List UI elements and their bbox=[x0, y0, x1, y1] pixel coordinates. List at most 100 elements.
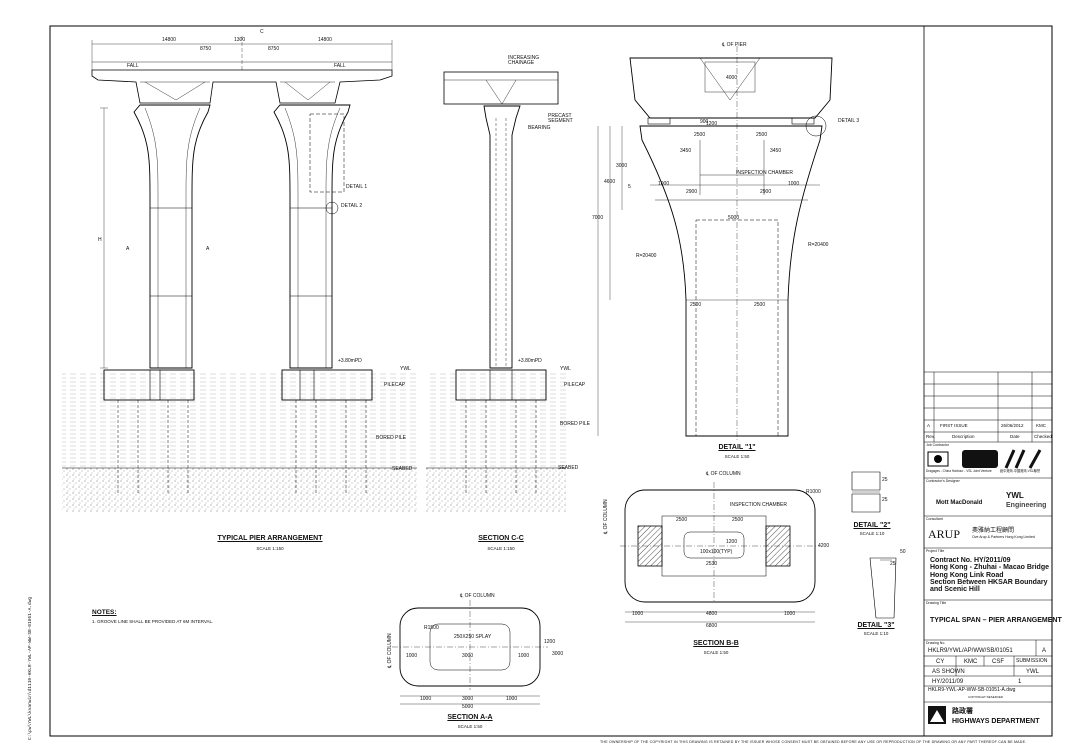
highways-logo bbox=[928, 706, 946, 724]
section-a-right-marker: A bbox=[206, 246, 210, 252]
bb-dim-6800: 6800 bbox=[706, 623, 718, 629]
inspection-chamber-label: INSPECTION CHAMBER bbox=[736, 170, 793, 176]
aa-dim-1000d: 1000 bbox=[506, 696, 518, 702]
d1-dim-2500d: 2500 bbox=[754, 302, 766, 308]
pilecap-label: PILECAP bbox=[384, 382, 406, 388]
detail-2-title: DETAIL "2" bbox=[853, 522, 891, 529]
project-line: Section Between HKSAR Boundary bbox=[930, 579, 1048, 587]
title-block-grid bbox=[924, 371, 1052, 703]
consultant-label: Consultant bbox=[926, 517, 943, 521]
aa-dim-3000: 3000 bbox=[462, 653, 474, 659]
cc-seabed-label: SEABED bbox=[558, 465, 579, 471]
rev-header-checked: Checked bbox=[1034, 434, 1052, 439]
bb-opening-label: 100x100(TYP) bbox=[700, 549, 733, 555]
section-cc-scale: SCALE 1:150 bbox=[487, 546, 515, 551]
designer-name-ywl: YWL bbox=[1006, 491, 1024, 500]
section-aa-view bbox=[392, 600, 548, 705]
d2-dim-25: 25 bbox=[882, 477, 888, 483]
detail-1-scale: SCALE 1:50 bbox=[724, 454, 750, 459]
aa-dim-5000: 5000 bbox=[462, 704, 474, 710]
aa-dim-1000c: 1000 bbox=[420, 696, 432, 702]
cc-level-label: +3.80mPD bbox=[518, 358, 542, 364]
bored-pile-label: BORED PILE bbox=[376, 435, 407, 441]
detail3-callout: DETAIL 3 bbox=[838, 118, 860, 124]
project-label: Project Title bbox=[926, 549, 945, 553]
bb-cl-column-side-label: ℄ OF COLUMN bbox=[603, 499, 609, 534]
chainage-label: INCREASING CHAINAGE bbox=[508, 55, 540, 66]
project-title: Contract No. HY/2011/09 Hong Kong - Zhuh… bbox=[930, 557, 1049, 594]
bb-dim-2500a: 2500 bbox=[676, 517, 688, 523]
aa-cl-column-label: ℄ OF COLUMN bbox=[460, 593, 495, 599]
bb-radius-label: R1000 bbox=[806, 489, 821, 495]
designer-name-eng: Engineering bbox=[1006, 502, 1047, 509]
bb-dim-2500b: 2500 bbox=[732, 517, 744, 523]
fall-right-label: FALL bbox=[334, 63, 346, 69]
precast-segment-label: PRECAST SEGMENT bbox=[548, 113, 573, 124]
d1-dim-3000: 3000 bbox=[616, 163, 628, 169]
d1-dim-2900a: 2900 bbox=[686, 189, 698, 195]
drawing-title-label: Drawing Title bbox=[926, 601, 947, 605]
dim-right-deck: 14800 bbox=[318, 37, 332, 43]
d2-dim-15: 25 bbox=[882, 497, 888, 503]
d1-dim-1000a: 1000 bbox=[658, 181, 670, 187]
d1-dim-5: 5 bbox=[628, 184, 631, 190]
d1-dim-2500a: 2500 bbox=[694, 132, 706, 138]
detail2-callout: DETAIL 2 bbox=[341, 203, 363, 209]
aa-dim-3000c: 3000 bbox=[552, 651, 564, 657]
detail-2-view bbox=[851, 471, 881, 513]
detail-1-view bbox=[597, 46, 833, 440]
d1-dim-900: 900 bbox=[700, 119, 709, 125]
d1-dim-2500b: 2500 bbox=[756, 132, 768, 138]
d1-dim-4600: 4600 bbox=[604, 179, 616, 185]
section-cc-title: SECTION C-C bbox=[478, 535, 524, 542]
contractor-text: Dragages - China Harbour - VSL Joint Ven… bbox=[926, 469, 992, 473]
aa-cl-column-side-label: ℄ OF COLUMN bbox=[387, 633, 393, 668]
bearing-label: BEARING bbox=[528, 125, 551, 131]
approved-by: CSF bbox=[992, 659, 1004, 665]
designer-name: Mott MacDonald bbox=[936, 500, 983, 506]
bb-dim-4800: 4800 bbox=[706, 611, 718, 617]
contract-number: HY/2011/09 bbox=[932, 679, 964, 685]
radius-right-label: R=20400 bbox=[808, 242, 829, 248]
department-cn: 路政署 bbox=[952, 708, 973, 715]
level-label: +3.80mPD bbox=[338, 358, 362, 364]
sheet-border bbox=[49, 25, 1053, 737]
d1-dim-2900b: 2900 bbox=[760, 189, 772, 195]
rev-header-desc: Description bbox=[952, 434, 975, 439]
rev-description: FIRST ISSUE bbox=[940, 423, 968, 428]
pier-arrangement-scale: SCALE 1:150 bbox=[256, 546, 284, 551]
designer-label: Contractor's Designer bbox=[926, 479, 960, 483]
consultant-name: ARUP bbox=[928, 527, 961, 541]
project-line: and Scenic Hill bbox=[930, 586, 980, 594]
d1-dim-5000: 5000 bbox=[728, 215, 740, 221]
centerline-marker: C bbox=[260, 29, 264, 35]
aa-dim-1000a: 1000 bbox=[406, 653, 418, 659]
aa-splay-label: 250X250 SPLAY bbox=[454, 634, 492, 640]
fall-left-label: FALL bbox=[127, 63, 139, 69]
bb-cl-column-label: ℄ OF COLUMN bbox=[706, 471, 741, 477]
contractor-text-cn: 廳中港灣-中國港灣-VSL聯營 bbox=[1000, 469, 1041, 473]
notes-title: NOTES: bbox=[92, 609, 117, 616]
detail-3-view bbox=[869, 557, 897, 619]
project-line: Hong Kong Link Road bbox=[930, 571, 1004, 579]
bb-dim-2530: 2530 bbox=[706, 561, 718, 567]
aa-dim-1000b: 1000 bbox=[518, 653, 530, 659]
copyright-reserved: COPYRIGHT RESERVED bbox=[968, 695, 1004, 699]
dim-gap: 1300 bbox=[234, 37, 246, 43]
bb-inspection-label: INSPECTION CHAMBER bbox=[730, 502, 787, 508]
bb-dim-1000b: 1000 bbox=[784, 611, 796, 617]
detail-3-title: DETAIL "3" bbox=[857, 622, 895, 629]
consultant-name-cn: 奧雅納工程顧問 bbox=[972, 528, 1015, 534]
d1-dim-3450a: 3450 bbox=[680, 148, 692, 154]
sheet-number: 1 bbox=[1018, 679, 1022, 685]
cl-pier-label: ℄ OF PIER bbox=[722, 42, 747, 48]
cc-ywl-label: YWL bbox=[560, 366, 571, 372]
cc-bored-pile-label: BORED PILE bbox=[560, 421, 591, 427]
scale-value: AS SHOWN bbox=[932, 669, 965, 675]
section-a-left-marker: A bbox=[126, 246, 130, 252]
section-aa-title: SECTION A-A bbox=[447, 714, 493, 721]
d3-dim-25: 25 bbox=[890, 561, 896, 567]
d1-dim-3450b: 3450 bbox=[770, 148, 782, 154]
cc-pilecap-label: PILECAP bbox=[564, 382, 586, 388]
